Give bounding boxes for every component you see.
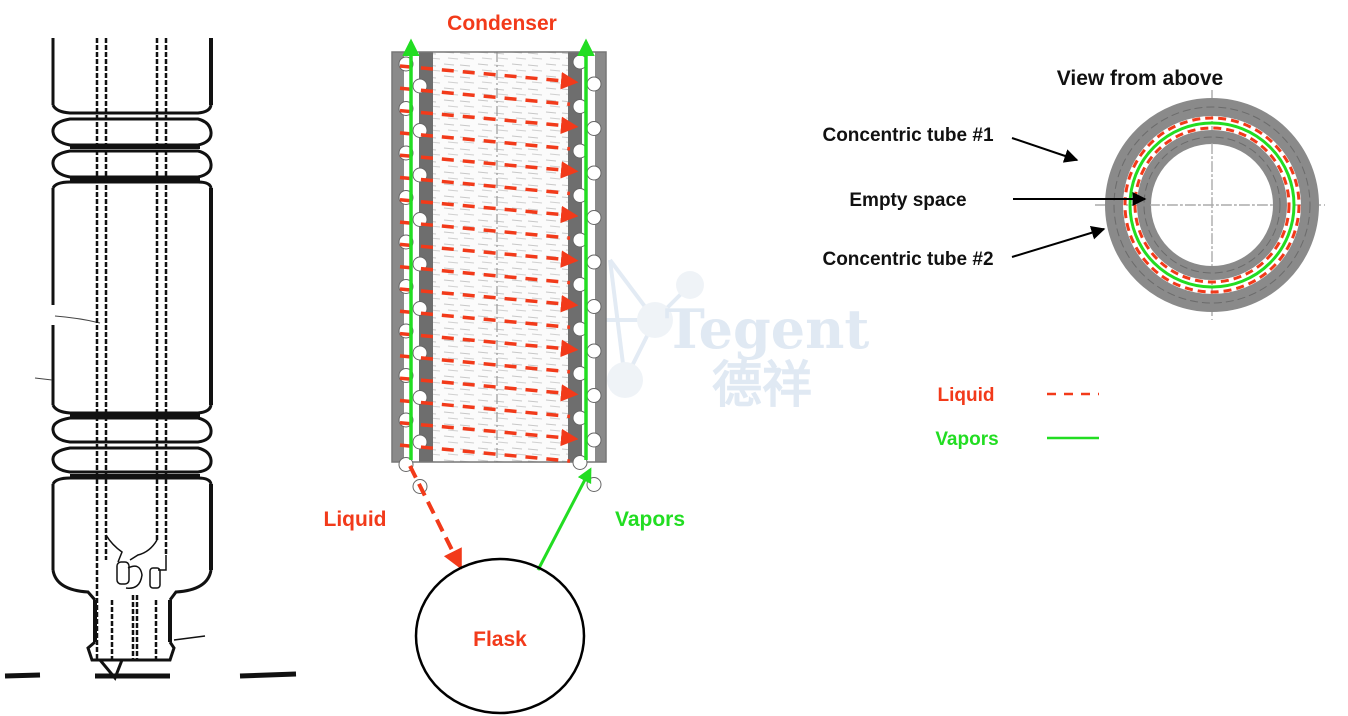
top-view: View from above Concentric tube #1 Empty… (822, 67, 1325, 320)
top-view-title: View from above (1057, 67, 1224, 90)
groove-right (586, 210, 602, 225)
top-view-liquid-outer (1123, 116, 1301, 294)
top-view-vapor-ring (1128, 121, 1296, 289)
groove-right (586, 388, 602, 403)
condenser-title: Condenser (447, 12, 557, 35)
column-coupler-detail (105, 534, 167, 589)
column-inner-tubes (95, 38, 168, 660)
watermark-chinese: 德祥 (712, 355, 812, 414)
liquid-flow-line (399, 220, 571, 240)
liquid-flow-line (399, 287, 579, 313)
flask-label: Flask (473, 628, 527, 651)
liquid-flow-line (399, 421, 579, 447)
liquid-flow-line (399, 64, 579, 90)
liquid-flow-line (399, 175, 571, 196)
liquid-flow-line (399, 86, 571, 107)
legend-item-liquid: Liquid (938, 385, 1099, 406)
legend-vapors-label: Vapors (935, 429, 998, 450)
vapors-label: Vapors (615, 508, 685, 531)
groove-right (586, 254, 602, 270)
condenser: Condenser (391, 12, 607, 494)
groove-right (586, 165, 602, 181)
liquid-label: Liquid (324, 508, 387, 531)
watermark-latin: Tegent (665, 297, 870, 361)
callout-tube-1: Concentric tube #1 (822, 125, 993, 146)
condenser-core (432, 52, 569, 462)
flask-flow: Liquid Vapors Flask (324, 465, 685, 715)
liquid-flow-line (399, 131, 571, 151)
liquid-flow-line (399, 443, 571, 463)
groove-right (586, 299, 602, 314)
column-sketch (4, 38, 297, 681)
liquid-flow-line (399, 376, 579, 402)
groove-right (586, 477, 602, 492)
groove-right (586, 121, 602, 136)
liquid-flow-line (399, 242, 579, 268)
column-upper-joint (51, 104, 213, 189)
liquid-flow-line (399, 354, 571, 374)
watermark: Tegent 德祥 (560, 258, 870, 414)
callout-empty-space: Empty space (849, 190, 966, 211)
legend-item-vapors: Vapors (935, 429, 1099, 450)
liquid-flow-line (399, 309, 571, 330)
condenser-outer-wall-right (595, 52, 606, 462)
column-lower-joint (51, 404, 213, 485)
callout-tube-1-arrow (1011, 137, 1079, 163)
groove-left-inner (412, 434, 428, 450)
liquid-flow-line (399, 264, 571, 285)
legend-liquid-label: Liquid (938, 385, 995, 406)
groove-right (586, 343, 602, 359)
groove-right (586, 432, 602, 448)
vapor-rise-arrow (536, 467, 592, 571)
callout-tube-2-arrow (1011, 225, 1106, 258)
legend: Liquid Vapors (935, 385, 1099, 450)
liquid-flow-line (399, 331, 579, 358)
liquid-flow-line (399, 398, 571, 419)
liquid-flow-line (399, 108, 579, 135)
groove-right (586, 76, 602, 92)
liquid-flow-line (399, 153, 579, 179)
callout-tube-2: Concentric tube #2 (822, 249, 993, 270)
liquid-flow-line (399, 198, 579, 224)
condenser-liquid-flow (399, 64, 579, 463)
flask-circle (414, 557, 586, 715)
